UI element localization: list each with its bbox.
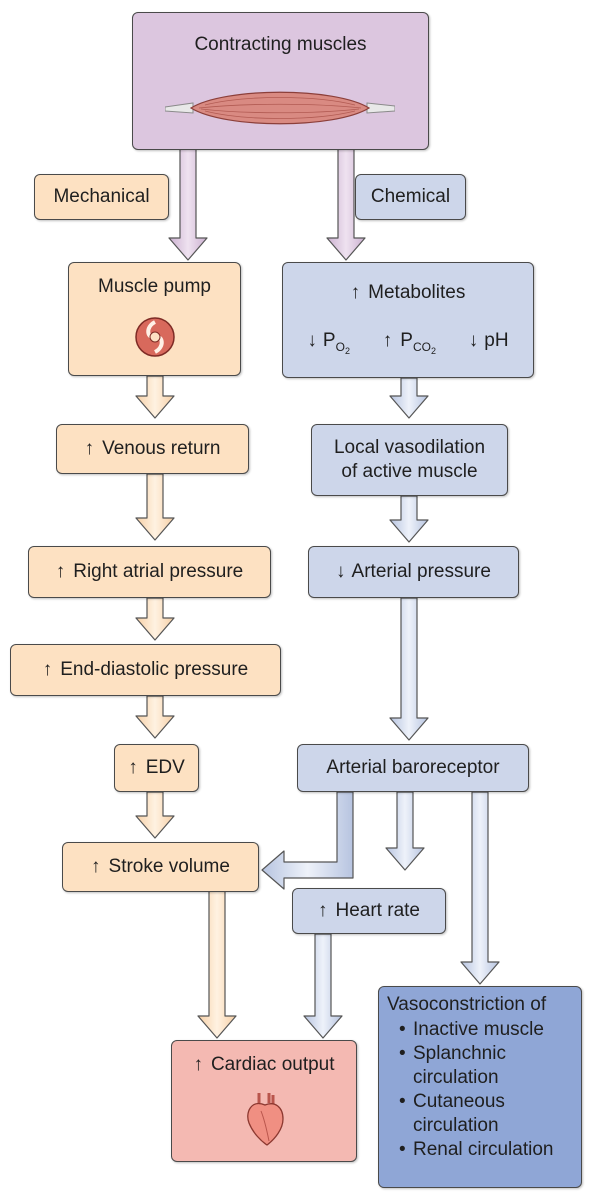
end-diastolic-pressure-label: End-diastolic pressure xyxy=(43,658,248,682)
edv-box: EDV xyxy=(114,744,199,792)
po2-item: PO2 xyxy=(307,329,350,363)
arrow-atrial-ed xyxy=(135,597,175,641)
end-diastolic-pressure-box: End-diastolic pressure xyxy=(10,644,281,696)
local-vasodilation-line2: of active muscle xyxy=(341,461,478,482)
arrow-chemical xyxy=(326,147,366,261)
arrow-ed-edv xyxy=(135,695,175,739)
right-atrial-pressure-box: Right atrial pressure xyxy=(28,546,271,598)
arterial-baroreceptor-box: Arterial baroreceptor xyxy=(297,744,529,792)
heart-rate-box: Heart rate xyxy=(292,888,446,934)
local-vasodilation-line1: Local vasodilation xyxy=(333,437,486,458)
arterial-baroreceptor-label: Arterial baroreceptor xyxy=(326,757,500,778)
pco2-item: PCO2 xyxy=(383,329,436,363)
mechanical-text: Mechanical xyxy=(53,186,150,207)
chemical-text: Chemical xyxy=(370,186,451,207)
arrow-sv-cardiac xyxy=(197,889,237,1039)
stroke-volume-box: Stroke volume xyxy=(62,842,259,892)
muscle-pump-box: Muscle pump xyxy=(68,262,241,376)
cardiac-output-label: Cardiac output xyxy=(193,1054,334,1075)
gas-row: PO2 PCO2 pH xyxy=(283,329,533,363)
heart-rate-label: Heart rate xyxy=(318,899,420,923)
metabolites-label: Metabolites xyxy=(351,282,466,303)
ph-item: pH xyxy=(469,329,508,363)
arterial-pressure-label: Arterial pressure xyxy=(336,560,491,584)
chemical-label: Chemical xyxy=(355,174,466,220)
muscle-pump-label: Muscle pump xyxy=(98,276,211,297)
vasoconstriction-title: Vasoconstriction of xyxy=(387,994,547,1015)
arrow-venous-atrial xyxy=(135,473,175,541)
vasoconstriction-list: Inactive muscle Splanchnic circulation C… xyxy=(387,1018,581,1162)
stroke-volume-label: Stroke volume xyxy=(91,855,230,879)
vaso-item-cutaneous: Cutaneous circulation xyxy=(395,1090,543,1138)
arrow-baro-vaso xyxy=(460,791,500,985)
venous-return-box: Venous return xyxy=(56,424,249,474)
right-atrial-pressure-label: Right atrial pressure xyxy=(56,560,243,584)
edv-label: EDV xyxy=(128,756,185,780)
arrow-hr-cardiac xyxy=(303,933,343,1039)
arrow-baro-sv xyxy=(261,791,354,890)
vasoconstriction-box: Vasoconstriction of Inactive muscle Spla… xyxy=(378,986,582,1188)
venous-return-label: Venous return xyxy=(85,437,220,461)
arrow-metab-local xyxy=(389,377,429,419)
arrow-mechanical xyxy=(168,147,208,261)
contracting-muscles-title: Contracting muscles xyxy=(194,34,367,55)
metabolites-box: Metabolites PO2 PCO2 pH xyxy=(282,262,534,378)
arterial-pressure-box: Arterial pressure xyxy=(308,546,519,598)
contracting-muscles-box: Contracting muscles xyxy=(132,12,429,150)
vaso-item-splanchnic: Splanchnic circulation xyxy=(395,1042,543,1090)
arrow-pump-venous xyxy=(135,375,175,419)
vaso-item-inactive-muscle: Inactive muscle xyxy=(395,1018,581,1042)
muscle-pump-icon xyxy=(135,317,175,357)
muscle-icon xyxy=(165,91,395,125)
heart-icon xyxy=(247,1093,284,1146)
local-vasodilation-box: Local vasodilation of active muscle xyxy=(311,424,508,496)
arrow-baro-hr xyxy=(385,791,425,871)
mechanical-label: Mechanical xyxy=(34,174,169,220)
cardiac-output-box: Cardiac output xyxy=(171,1040,357,1162)
arrow-edv-sv xyxy=(135,791,175,839)
arrow-arterial-baro xyxy=(389,597,429,741)
vaso-item-renal: Renal circulation xyxy=(395,1138,581,1162)
arrow-local-arterial xyxy=(389,495,429,543)
